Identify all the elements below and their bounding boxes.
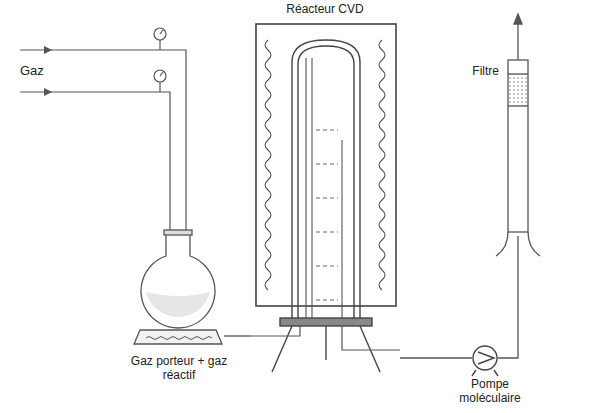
gas-label: Gaz xyxy=(20,63,44,78)
pressure-gauge xyxy=(154,28,166,40)
heating-coils xyxy=(265,40,385,290)
gauge-stem xyxy=(159,40,160,50)
filter xyxy=(496,14,540,256)
exhaust-tube xyxy=(342,140,343,320)
substrate-shelf xyxy=(316,266,338,267)
filter-body xyxy=(508,60,528,232)
reactor-node: Réacteur CVD xyxy=(250,22,400,374)
cvd-reactor xyxy=(250,24,400,372)
flow-arrow xyxy=(44,88,52,96)
filter-mesh xyxy=(508,105,528,106)
gas-feed-tube xyxy=(306,58,307,320)
molecular-pump xyxy=(472,346,498,376)
gauge-needle xyxy=(160,72,163,76)
stand-leg xyxy=(360,326,380,372)
flask-body xyxy=(141,234,215,328)
gas-line xyxy=(20,92,170,236)
substrate-shelf xyxy=(316,232,338,233)
node-label: Pompe moléculaire xyxy=(440,377,540,405)
filter-flare xyxy=(496,232,508,256)
pump-node: Pompe moléculaire xyxy=(472,345,498,371)
pump-housing xyxy=(473,346,497,370)
furnace-housing xyxy=(256,24,396,306)
gas-pipe xyxy=(400,357,472,358)
base-plate xyxy=(280,318,372,326)
plate-coil xyxy=(146,337,212,340)
node-label: Filtre xyxy=(439,64,499,78)
filter-node: Filtre xyxy=(505,56,531,236)
filter-flare xyxy=(528,232,540,256)
flow-arrow xyxy=(44,46,52,54)
heating-coil xyxy=(379,40,385,290)
substrate-shelf xyxy=(316,164,338,165)
bell-jar-inner xyxy=(298,46,354,320)
gas-feed-tube xyxy=(312,58,313,320)
stand-leg xyxy=(272,326,292,372)
stand-leg xyxy=(325,326,326,360)
heating-coil xyxy=(265,40,271,290)
pump-rotor xyxy=(478,352,494,364)
filter-mesh xyxy=(508,73,528,74)
bell-jar-outer xyxy=(292,40,360,320)
gauge-stem xyxy=(159,82,160,92)
substrate-shelf xyxy=(316,198,338,199)
pump-foot xyxy=(472,370,476,376)
substrate-shelves xyxy=(316,130,338,300)
gas-inlet-lines xyxy=(20,28,186,236)
pump-foot xyxy=(494,370,498,376)
gas-pipe xyxy=(224,335,250,336)
substrate-shelf xyxy=(316,130,338,131)
hot-plate xyxy=(134,330,222,344)
vent-arrow xyxy=(514,14,522,24)
gas-line xyxy=(20,50,186,236)
vent-line xyxy=(517,22,518,60)
flask-stopper xyxy=(164,230,192,235)
flask-node: Gaz porteur + gaz réactif xyxy=(134,228,224,346)
flask xyxy=(134,230,222,344)
flow-arrows xyxy=(44,46,52,96)
plate-heater xyxy=(146,337,212,340)
pressure-gauge xyxy=(154,70,166,82)
flask-liquid xyxy=(146,292,210,317)
filter-medium xyxy=(509,74,527,106)
outlet-pipe xyxy=(342,326,400,350)
inlet-pipe xyxy=(250,326,300,336)
gas-pipe xyxy=(498,236,518,358)
node-label: Gaz porteur + gaz réactif xyxy=(129,354,229,382)
substrate-shelf xyxy=(316,300,338,301)
node-label: Réacteur CVD xyxy=(250,2,400,16)
gauge-needle xyxy=(160,30,163,34)
